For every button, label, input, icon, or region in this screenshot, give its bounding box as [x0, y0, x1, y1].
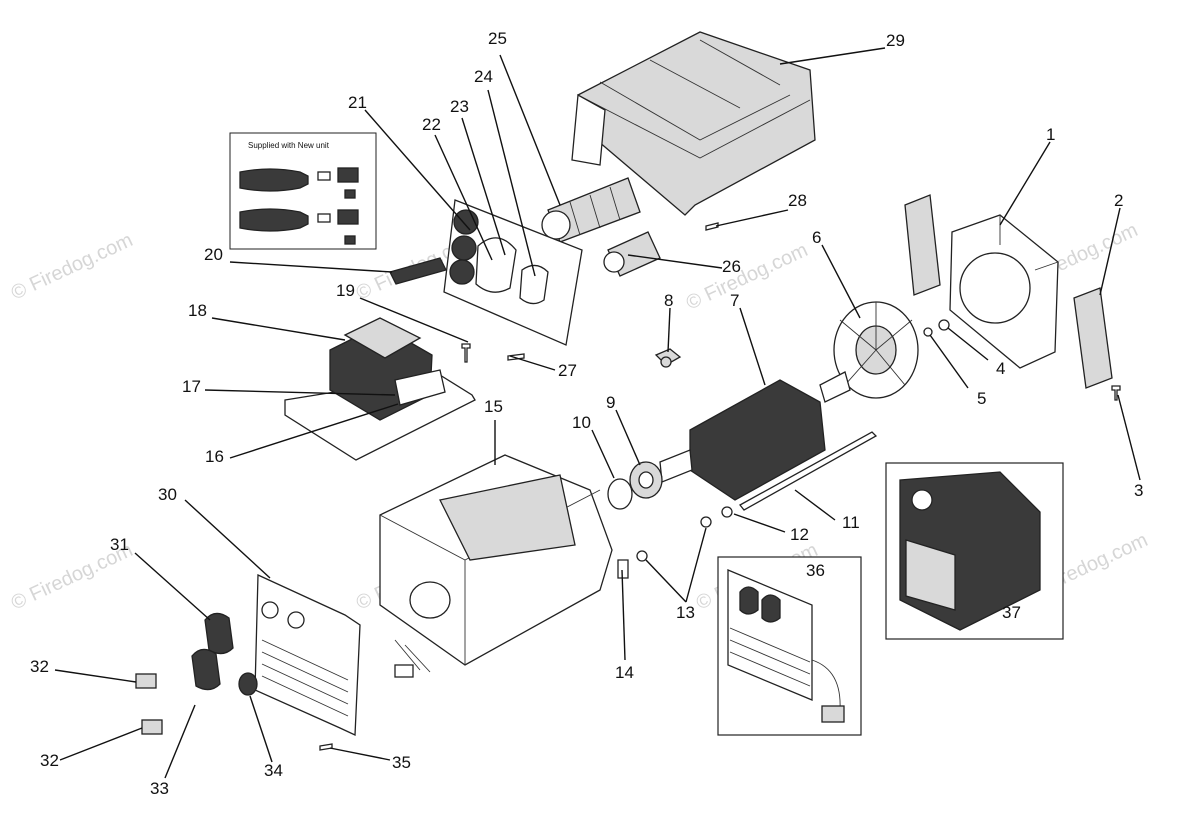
callout-24: 24: [474, 67, 493, 86]
callout-35: 35: [392, 753, 411, 772]
watermark: © Firedog.com: [683, 239, 811, 314]
callout-23: 23: [450, 97, 469, 116]
callout-32-upper: 32: [30, 657, 49, 676]
nut-part-13: [636, 516, 712, 562]
end-bell-part-1: [949, 214, 1059, 369]
washer-part-12: [721, 506, 733, 518]
fan-part-6: [833, 301, 919, 399]
callout-14: 14: [615, 663, 634, 682]
callout-20: 20: [204, 245, 223, 264]
callout-10: 10: [572, 413, 591, 432]
breaker-part-34: [238, 672, 258, 696]
leader-lines: [54, 47, 1141, 779]
front-panel-part-30: [254, 573, 361, 736]
switch-part-26: [603, 231, 661, 277]
rotor-part-7: [659, 371, 851, 501]
callout-18: 18: [188, 301, 207, 320]
inset-box-part-37: [885, 462, 1064, 640]
callout-labels: 1 2 3 4 5 6 7 8 9 10 11 12 13 14 15 16 1…: [30, 29, 1143, 798]
brush-part-8: [654, 348, 682, 368]
washer-part-4: [923, 319, 950, 337]
callout-33: 33: [150, 779, 169, 798]
callout-13: 13: [676, 603, 695, 622]
callout-29: 29: [886, 31, 905, 50]
callout-34: 34: [264, 761, 283, 780]
callout-17: 17: [182, 377, 201, 396]
callout-8: 8: [664, 291, 673, 310]
callout-22: 22: [422, 115, 441, 134]
receptacle-panel-parts-21-24: [443, 199, 583, 346]
callout-11: 11: [842, 513, 860, 532]
top-cover-part-29: [571, 31, 816, 216]
screws: [319, 222, 1121, 751]
supplied-with-new-unit-box: Supplied with New unit: [229, 132, 377, 250]
callout-19: 19: [336, 281, 355, 300]
callout-25: 25: [488, 29, 507, 48]
callout-12: 12: [790, 525, 809, 544]
callout-32-lower: 32: [40, 751, 59, 770]
inset-box-part-36: [717, 556, 862, 736]
watermark: © Firedog.com: [8, 229, 136, 304]
callout-9: 9: [606, 393, 615, 412]
callout-16: 16: [205, 447, 224, 466]
retaining-ring-part-10: [607, 478, 633, 510]
callout-21: 21: [348, 93, 367, 112]
callout-26: 26: [722, 257, 741, 276]
plug-part-32: [135, 673, 163, 735]
transformer-assembly-parts-16-18: [284, 317, 476, 461]
callout-5: 5: [977, 389, 986, 408]
callout-3: 3: [1134, 481, 1143, 500]
callout-31: 31: [110, 535, 129, 554]
plug-part-20: [389, 257, 447, 285]
callout-28: 28: [788, 191, 807, 210]
grilles-part-2: [904, 194, 1113, 389]
callout-7: 7: [730, 291, 739, 310]
callout-2: 2: [1114, 191, 1123, 210]
receptacles-part-31: [191, 612, 234, 691]
callout-1: 1: [1046, 125, 1055, 144]
callout-27: 27: [558, 361, 577, 380]
callout-30: 30: [158, 485, 177, 504]
callout-6: 6: [812, 228, 821, 247]
callout-4: 4: [996, 359, 1005, 378]
rotary-switch-part-25: [541, 177, 641, 243]
through-bolt-part-11: [739, 431, 878, 511]
bearing-part-9: [629, 461, 663, 499]
supplied-box-title: Supplied with New unit: [248, 141, 330, 150]
callout-37: 37: [1002, 603, 1021, 622]
callout-36: 36: [806, 561, 825, 580]
stator-housing-part-15: [379, 454, 613, 678]
callout-15: 15: [484, 397, 503, 416]
